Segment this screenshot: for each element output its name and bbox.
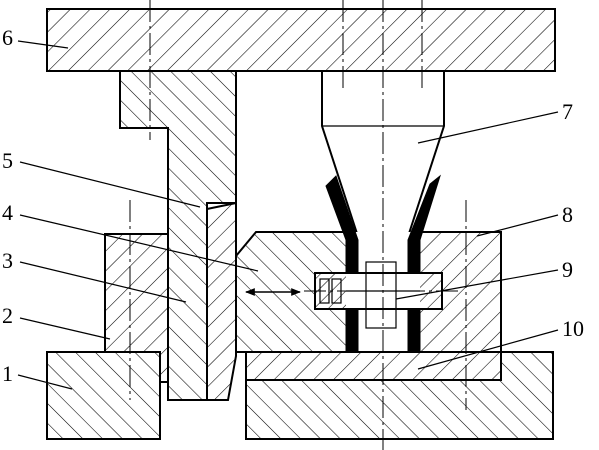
label-8: 8	[562, 202, 573, 227]
die-plate-part-10	[245, 351, 502, 381]
label-1: 1	[2, 361, 13, 386]
label-2: 2	[2, 303, 13, 328]
leader-8	[476, 214, 559, 237]
label-3: 3	[2, 248, 13, 273]
punch-holder-part-7	[321, 70, 445, 256]
label-6: 6	[2, 25, 13, 50]
leader-2	[19, 317, 111, 340]
leader-3	[19, 261, 187, 303]
leader-6	[17, 40, 69, 49]
leader-1	[17, 374, 73, 390]
label-10: 10	[562, 316, 584, 341]
slider-wedge-part-3	[206, 201, 237, 401]
pin-body	[365, 261, 397, 329]
label-7: 7	[562, 99, 573, 124]
top-plate-part-6	[46, 8, 556, 72]
leader-10	[417, 329, 559, 370]
leader-5	[19, 161, 201, 208]
label-9: 9	[562, 257, 573, 282]
leader-4	[19, 214, 259, 272]
leader-7	[417, 111, 559, 144]
leader-9	[395, 269, 559, 300]
label-4: 4	[2, 200, 13, 225]
label-5: 5	[2, 148, 13, 173]
base-left-part-1	[46, 351, 161, 440]
